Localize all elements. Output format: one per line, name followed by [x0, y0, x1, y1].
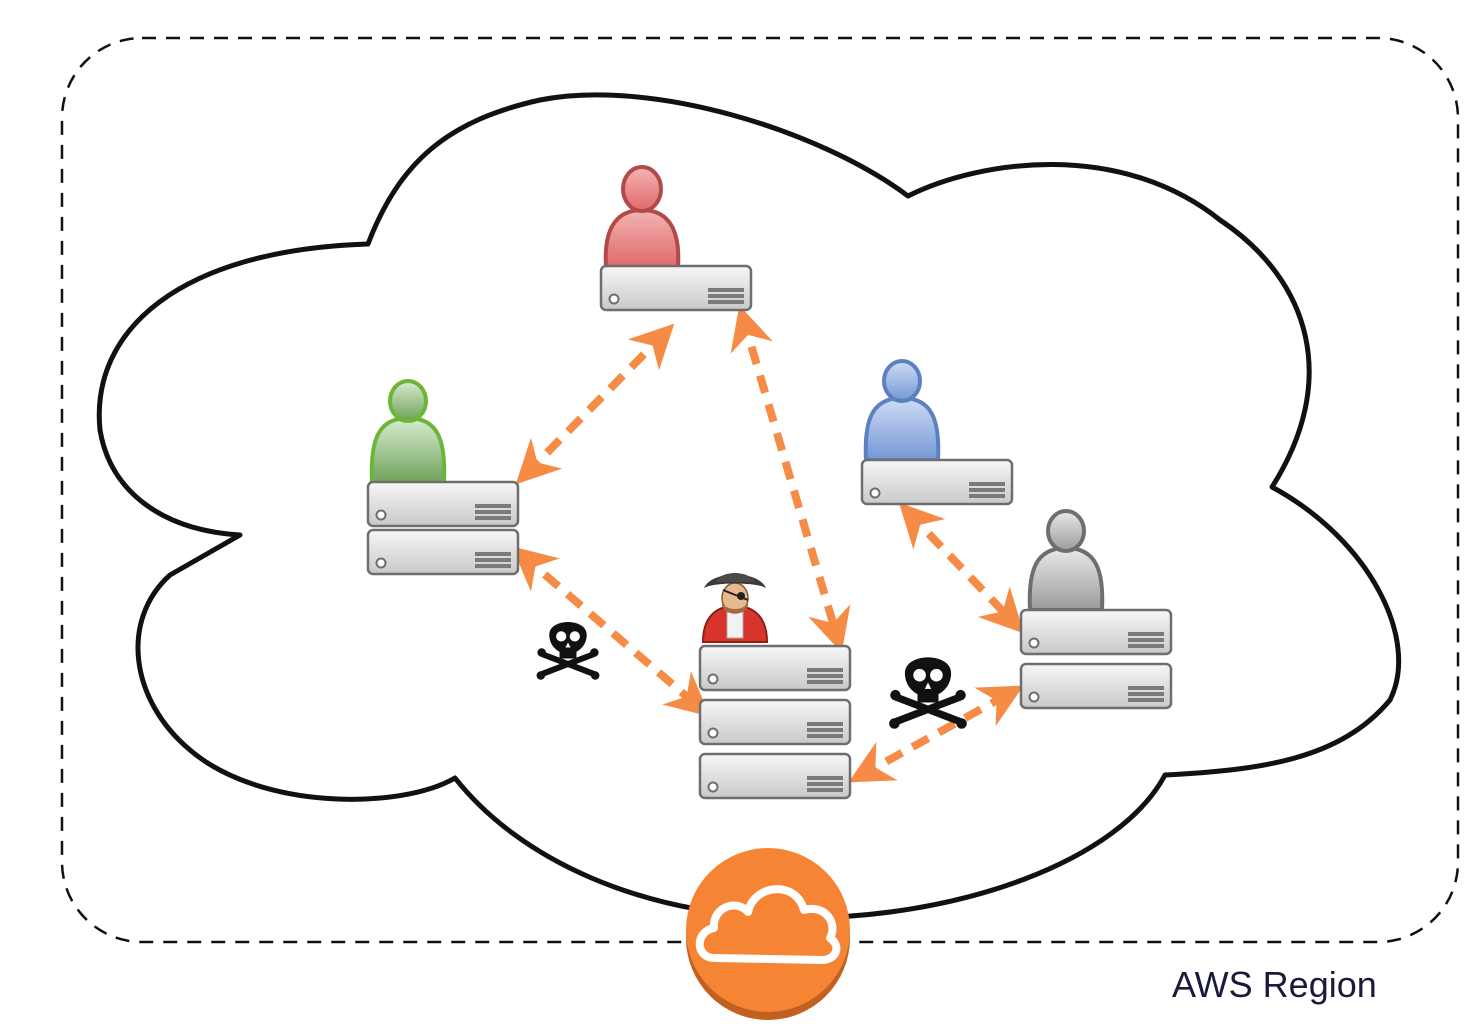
skull-crossbones-icon: [536, 621, 600, 680]
server-box: [599, 264, 753, 312]
region-label: AWS Region: [1172, 964, 1377, 1005]
server-box: [366, 528, 520, 576]
pirate-node: [698, 573, 852, 800]
red-user-node: [599, 165, 753, 312]
red-user-icon: [603, 165, 681, 269]
aws-cloud-icon: [686, 848, 850, 1020]
green-user-icon: [369, 379, 447, 485]
blue-user-node: [860, 359, 1014, 506]
arrow-red-pirate: [730, 305, 851, 653]
gray-user-node: [1019, 509, 1173, 710]
server-box: [366, 480, 520, 528]
server-box: [698, 752, 852, 800]
arrow-blue-gray: [898, 502, 1025, 634]
pirate-user-icon: [701, 573, 769, 643]
server-box: [1019, 662, 1173, 710]
skull-crossbones-icon: [889, 657, 967, 729]
server-box: [698, 644, 852, 692]
connection-arrows: [511, 305, 1025, 783]
green-user-node: [366, 379, 520, 576]
blue-user-icon: [863, 359, 941, 462]
server-box: [860, 458, 1014, 506]
arrow-green-pirate: [511, 546, 711, 717]
arrow-red-green: [515, 323, 675, 485]
gray-user-icon: [1027, 509, 1105, 612]
server-box: [698, 698, 852, 746]
region-boundary: [60, 36, 1460, 944]
server-box: [1019, 608, 1173, 656]
